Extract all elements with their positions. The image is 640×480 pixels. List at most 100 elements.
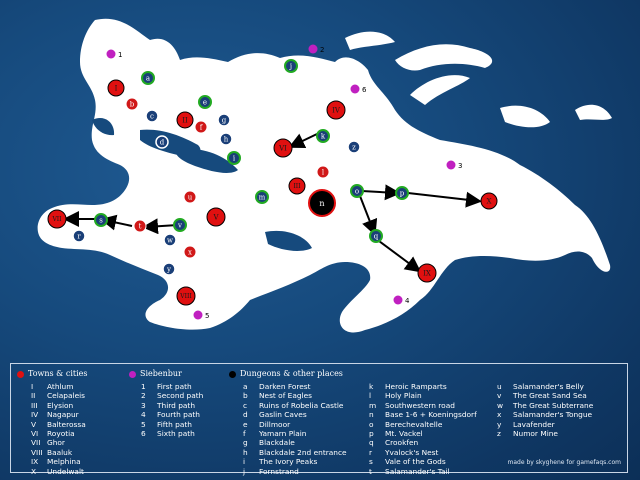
place-label-z: z <box>352 143 356 151</box>
place-marker-y[interactable]: y <box>162 262 176 276</box>
legend-towns-heading: Towns & cities <box>17 369 88 378</box>
place-marker-m[interactable]: m <box>255 190 269 204</box>
map-legend: Towns & cities Siebenbur Dungeons & othe… <box>10 363 628 476</box>
legend-key: VII <box>31 438 41 448</box>
legend-name: The Ivory Peaks <box>259 457 318 467</box>
town-marker-vi[interactable]: VI <box>273 138 293 158</box>
siebenbur-marker-5[interactable]: 5 <box>193 310 210 321</box>
place-marker-b[interactable]: b <box>125 97 139 111</box>
place-marker-q[interactable]: q <box>369 229 383 243</box>
place-marker-o[interactable]: o <box>350 184 364 198</box>
place-marker-z[interactable]: z <box>347 140 361 154</box>
place-label-b: b <box>130 100 135 108</box>
place-label-p: p <box>400 189 405 197</box>
place-dot <box>162 262 176 276</box>
town-dot <box>107 79 125 97</box>
place-dot <box>227 151 241 165</box>
place-marker-j[interactable]: j <box>284 59 298 73</box>
town-marker-x[interactable]: X <box>480 192 498 210</box>
town-marker-v[interactable]: V <box>206 207 226 227</box>
place-label-m: m <box>259 193 266 201</box>
town-marker-vii[interactable]: VII <box>47 209 67 229</box>
town-marker-i[interactable]: I <box>107 79 125 97</box>
siebenbur-marker-1[interactable]: 1 <box>106 49 123 60</box>
town-marker-viii[interactable]: VIII <box>176 286 196 306</box>
legend-name: Royotia <box>47 429 75 439</box>
siebenbur-marker-4[interactable]: 4 <box>393 295 411 306</box>
town-marker-ix[interactable]: IX <box>417 263 437 283</box>
siebenbur-marker-6[interactable]: 6 <box>350 84 368 95</box>
place-marker-i[interactable]: i <box>227 151 241 165</box>
place-marker-c[interactable]: c <box>145 109 159 123</box>
legend-name: Blackdale <box>259 438 295 448</box>
town-dot <box>206 207 226 227</box>
route-arrow <box>142 218 179 235</box>
siebenbur-marker-3[interactable]: 3 <box>446 160 463 171</box>
legend-name: Yvalock's Nest <box>385 447 439 457</box>
place-dot <box>395 186 409 200</box>
legend-key: 2 <box>141 391 146 401</box>
legend-name: Ghor <box>47 438 65 448</box>
place-dot <box>316 165 330 179</box>
place-label-d: d <box>160 138 165 146</box>
legend-key: p <box>369 429 374 439</box>
place-label-r: r <box>77 232 81 240</box>
town-marker-iv[interactable]: IV <box>326 100 346 120</box>
legend-key: v <box>497 391 502 401</box>
place-marker-e[interactable]: e <box>198 95 212 109</box>
legend-name: Blackdale 2nd entrance <box>259 447 347 457</box>
place-marker-t[interactable]: t <box>133 219 147 233</box>
place-marker-f[interactable]: f <box>194 120 208 134</box>
legend-key: s <box>369 457 373 467</box>
legend-key: k <box>369 382 374 391</box>
place-marker-k[interactable]: k <box>316 129 330 143</box>
place-dot <box>194 120 208 134</box>
siebenbur-dot <box>350 84 360 94</box>
place-marker-d[interactable]: d <box>155 135 169 149</box>
place-marker-n[interactable]: n <box>308 189 336 217</box>
town-dot <box>273 138 293 158</box>
legend-name: Gaslin Caves <box>259 410 307 420</box>
place-marker-a[interactable]: a <box>141 71 155 85</box>
town-label-iii: III <box>293 183 301 190</box>
place-marker-r[interactable]: r <box>72 229 86 243</box>
legend-name: Fornstrand <box>259 466 299 476</box>
route-arrows <box>63 133 482 273</box>
place-marker-w[interactable]: w <box>163 233 177 247</box>
place-marker-g[interactable]: g <box>217 113 231 127</box>
place-marker-h[interactable]: h <box>219 132 233 146</box>
legend-key: a <box>243 382 248 391</box>
legend-key: h <box>243 447 248 457</box>
place-label-u: u <box>188 193 193 201</box>
place-marker-u[interactable]: u <box>183 190 197 204</box>
town-marker-ii[interactable]: II <box>176 111 194 129</box>
place-marker-s[interactable]: s <box>94 213 108 227</box>
route-arrow <box>288 133 318 149</box>
place-marker-v[interactable]: v <box>173 218 187 232</box>
place-marker-x[interactable]: x <box>183 245 197 259</box>
legend-name: Balterossa <box>47 419 86 429</box>
place-label-j: j <box>289 62 292 70</box>
town-marker-iii[interactable]: III <box>288 177 306 195</box>
place-marker-p[interactable]: p <box>395 186 409 200</box>
place-label-i: i <box>233 154 236 162</box>
siebenbur-marker-2[interactable]: 2 <box>308 44 325 55</box>
town-label-i: I <box>115 84 118 92</box>
legend-name: Salamander's Tongue <box>513 410 593 420</box>
legend-key: IX <box>31 457 39 467</box>
legend-dungeons-heading: Dungeons & other places <box>229 369 343 378</box>
place-marker-l[interactable]: l <box>316 165 330 179</box>
siebenbur-label-6: 6 <box>362 86 367 94</box>
